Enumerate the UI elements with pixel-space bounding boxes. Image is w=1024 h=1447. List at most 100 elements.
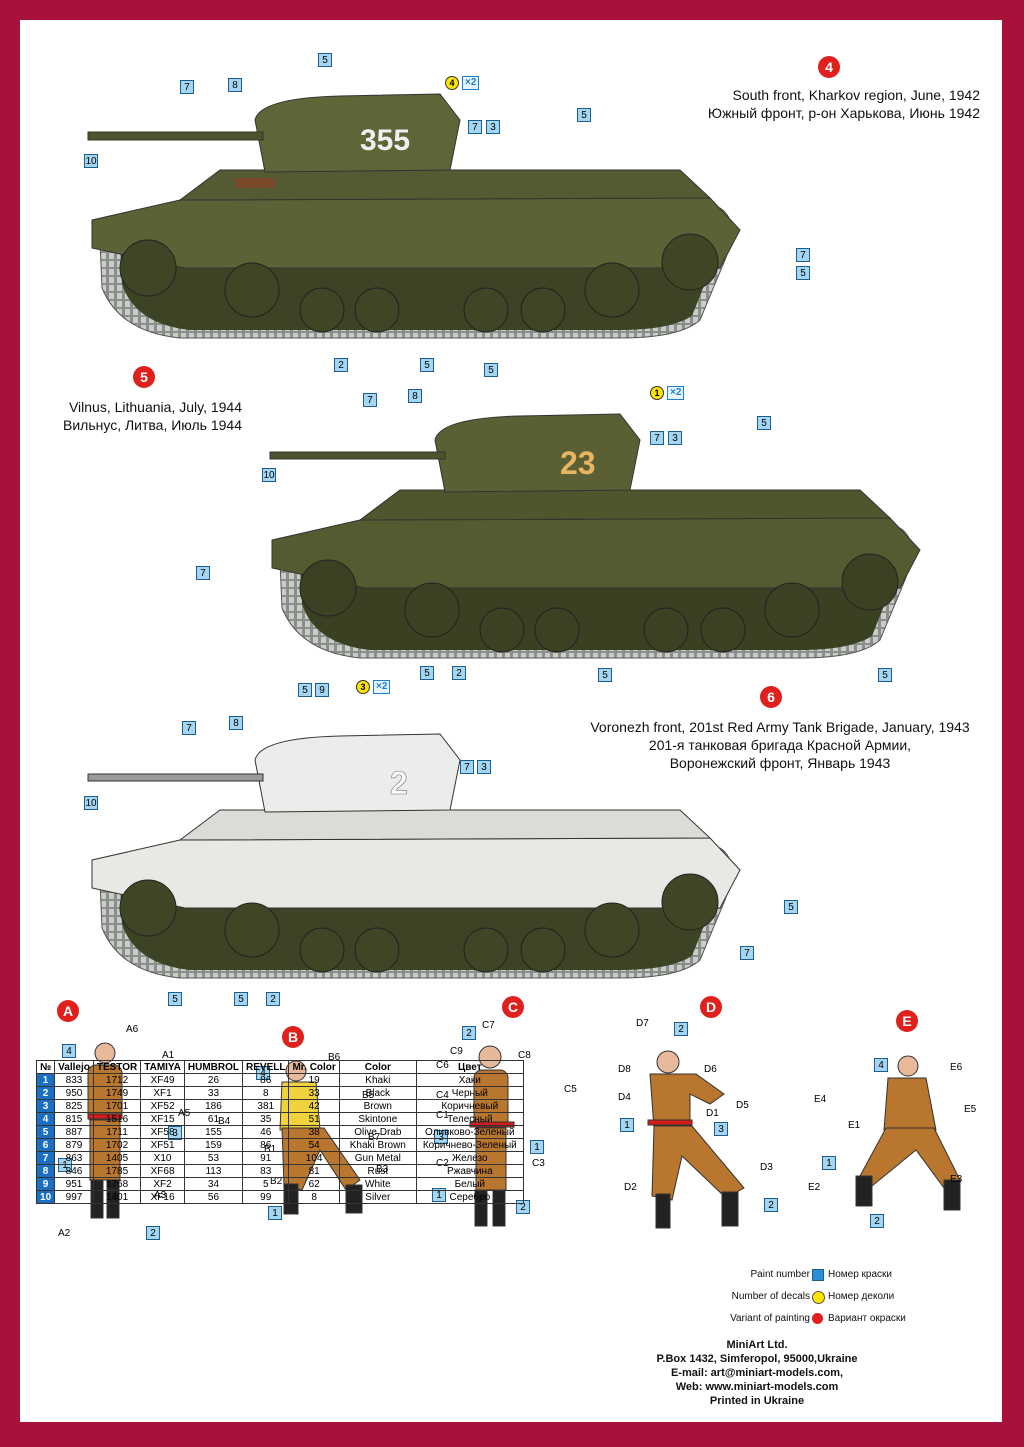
table-cell: X10: [140, 1151, 185, 1165]
table-cell: XF52: [140, 1099, 185, 1113]
figure-d: [647, 1050, 745, 1229]
table-cell: Brown: [338, 1099, 417, 1113]
paint-callout: 1: [822, 1156, 836, 1170]
paint-number-cell: 10: [35, 1190, 56, 1204]
tank-illustrations: 355 23: [87, 93, 961, 1229]
decal-marker: 4: [445, 76, 459, 90]
paint-callout: 5: [484, 363, 498, 377]
paint-callout: 2: [334, 358, 348, 372]
paint-callout: 5: [796, 266, 810, 280]
table-cell: Белый: [415, 1177, 524, 1191]
paint-number-cell: 6: [35, 1138, 56, 1152]
paint-callout: 7: [468, 120, 482, 134]
legend-label-ru: Номер деколи: [828, 1291, 895, 1302]
paint-callout: 10: [84, 154, 98, 168]
table-cell: 863: [54, 1151, 94, 1165]
paint-callout: 8: [228, 78, 242, 92]
paint-callout: 5: [234, 992, 248, 1006]
decal-count: ×2: [462, 76, 480, 90]
part-label: D5: [736, 1100, 749, 1111]
company-info: MiniArt Ltd. P.Box 1432, Simferopol, 950…: [642, 1338, 872, 1408]
paint-callout: 5: [577, 108, 591, 122]
table-cell: Gun Metal: [338, 1151, 417, 1165]
decal-count: ×2: [667, 386, 685, 400]
paint-callout: 1: [620, 1118, 634, 1132]
paint-callout: 5: [598, 668, 612, 682]
paint-callout: 9: [315, 683, 329, 697]
table-cell: 91: [242, 1151, 290, 1165]
table-cell: 38: [288, 1125, 340, 1139]
paint-number-cell: 4: [35, 1112, 56, 1126]
figure-letter-badge: C: [502, 996, 524, 1018]
table-cell: 53: [183, 1151, 244, 1165]
table-cell: XF16: [140, 1190, 185, 1204]
part-label: C7: [482, 1020, 495, 1031]
table-cell: 951: [54, 1177, 94, 1191]
table-cell: 887: [54, 1125, 94, 1139]
table-cell: Skintone: [338, 1112, 417, 1126]
paint-callout: 7: [740, 946, 754, 960]
paint-callout: 2: [674, 1022, 688, 1036]
table-cell: Коричнево-Зеленый: [415, 1138, 524, 1152]
table-cell: 997: [54, 1190, 94, 1204]
part-label: B6: [328, 1052, 341, 1063]
part-label: A2: [58, 1228, 71, 1239]
table-cell: Silver: [338, 1190, 417, 1204]
part-label: E3: [950, 1174, 963, 1185]
table-cell: 83: [242, 1164, 290, 1178]
table-cell: 33: [183, 1086, 244, 1100]
table-cell: 1401: [92, 1190, 142, 1204]
decal-marker: 3: [356, 680, 370, 694]
table-cell: 1768: [92, 1177, 142, 1191]
decal-marker: 1: [650, 386, 664, 400]
variant-circle-icon: [812, 1313, 823, 1324]
part-label: A6: [126, 1024, 139, 1035]
paint-callout: 1: [268, 1206, 282, 1220]
table-cell: White: [338, 1177, 417, 1191]
turret-number-1: 355: [360, 124, 410, 157]
figure-e: [855, 1055, 961, 1211]
part-label: D1: [706, 1108, 719, 1119]
table-cell: 1702: [92, 1138, 142, 1152]
legend-label-en: Variant of painting: [730, 1313, 810, 1324]
paint-callout: 8: [229, 716, 243, 730]
table-cell: 86: [242, 1138, 290, 1152]
variant-6-caption: Voronezh front, 201st Red Army Tank Brig…: [550, 718, 1002, 772]
table-cell: XF58: [140, 1125, 185, 1139]
part-label: E1: [848, 1120, 861, 1131]
table-cell: XF15: [140, 1112, 185, 1126]
variant-number-badge: 4: [818, 56, 840, 78]
table-cell: Ржавчина: [415, 1164, 524, 1178]
table-cell: 81: [288, 1164, 340, 1178]
table-cell: XF2: [140, 1177, 185, 1191]
paint-callout: 5: [298, 683, 312, 697]
table-cell: 159: [183, 1138, 244, 1152]
table-cell: Коричневый: [415, 1099, 524, 1113]
table-cell: Серебро: [415, 1190, 524, 1204]
table-cell: 35: [242, 1112, 290, 1126]
part-label: E6: [950, 1062, 963, 1073]
caption-ru-line1: 201-я танковая бригада Красной Армии,: [648, 737, 912, 753]
paint-callout: 7: [796, 248, 810, 262]
table-cell: 1712: [92, 1073, 142, 1087]
table-header: Vallejo: [54, 1060, 94, 1074]
figure-letter-badge: B: [282, 1026, 304, 1048]
table-header: Mr. Color: [288, 1060, 340, 1074]
paint-callout: 3: [486, 120, 500, 134]
table-header: REVELL: [242, 1060, 290, 1074]
paint-number-cell: 5: [35, 1125, 56, 1139]
table-cell: 42: [288, 1099, 340, 1113]
table-cell: 99: [242, 1190, 290, 1204]
table-header-row: № Vallejo TESTOR TAMIYA HUMBROL REVELL M…: [35, 1060, 524, 1074]
legend-label-ru: Вариант окраски: [828, 1313, 906, 1324]
paint-callout: 5: [420, 358, 434, 372]
table-cell: 186: [183, 1099, 244, 1113]
part-label: D8: [618, 1064, 631, 1075]
table-cell: XF51: [140, 1138, 185, 1152]
table-cell: Оливково-Зеленый: [415, 1125, 524, 1139]
table-cell: 8: [242, 1086, 290, 1100]
table-header: Цвет: [415, 1060, 524, 1074]
